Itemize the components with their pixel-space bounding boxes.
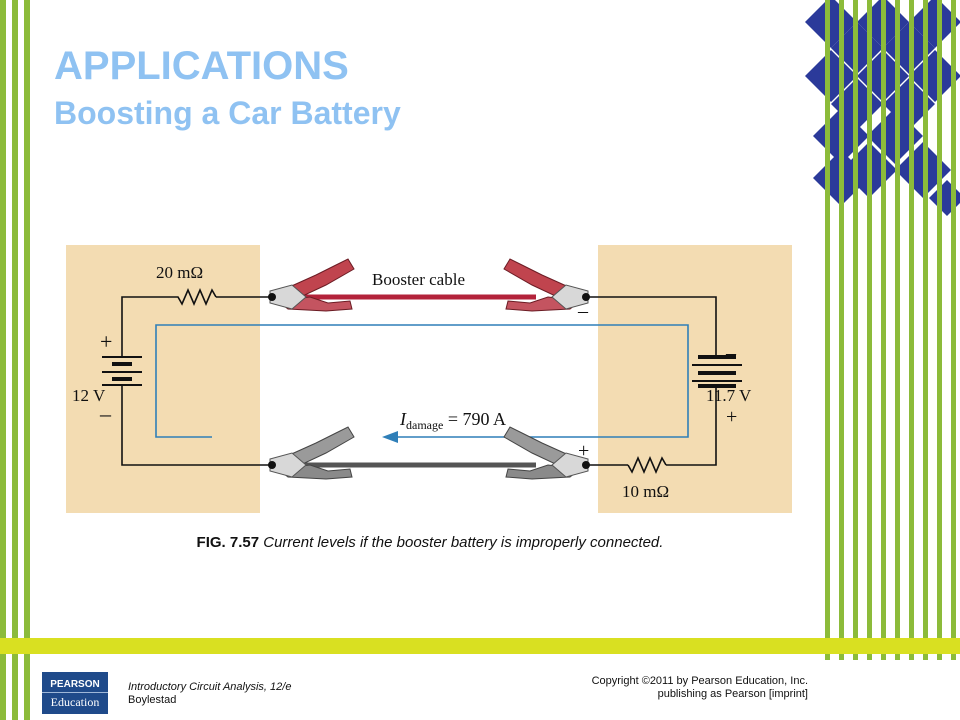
right-battery-minus: – [725, 342, 737, 364]
right-battery-plus: + [726, 406, 737, 428]
left-resistor-label: 20 mΩ [156, 263, 203, 282]
bottom-accent-band [0, 638, 960, 654]
circuit-diagram: 20 mΩ Booster cable + 12 V – – – 11.7 V … [66, 245, 792, 513]
slide-subtitle: Boosting a Car Battery [54, 95, 401, 131]
current-label: Idamage = 790 A [399, 409, 506, 432]
clamp-top-left [268, 258, 355, 312]
current-path [155, 324, 689, 438]
right-resistor-label: 10 mΩ [622, 482, 669, 501]
book-title: Introductory Circuit Analysis, 12/e [128, 681, 292, 693]
current-arrow-head [382, 431, 398, 443]
bottom-right-plus-sign: + [578, 440, 589, 462]
decorative-pattern [805, 0, 960, 660]
left-battery-plus: + [100, 329, 112, 354]
top-right-minus-sign: – [577, 300, 589, 322]
right-battery-voltage: 11.7 V [706, 386, 752, 405]
book-author: Boylestad [128, 694, 177, 706]
figure-number: FIG. 7.57 [196, 534, 260, 551]
clamp-bottom-left [268, 426, 355, 480]
left-battery-voltage: 12 V [72, 386, 106, 405]
left-accent-bar-3 [24, 0, 30, 720]
clamp-top-right [503, 258, 590, 312]
left-battery-minus: – [99, 401, 112, 426]
slide-title: APPLICATIONS [54, 44, 349, 88]
svg-text:PEARSON: PEARSON [50, 679, 99, 690]
copyright-line-2: publishing as Pearson [imprint] [657, 688, 808, 700]
booster-cable-label: Booster cable [372, 270, 465, 289]
left-battery-panel [66, 245, 260, 513]
right-battery-panel [598, 245, 792, 513]
pearson-education-logo: PEARSON Education [42, 672, 108, 714]
copyright-line-1: Copyright ©2011 by Pearson Education, In… [591, 675, 808, 687]
caption-text: Current levels if the booster battery is… [259, 534, 664, 551]
svg-text:Education: Education [51, 695, 100, 709]
left-accent-bar-2 [12, 0, 18, 720]
figure-caption: FIG. 7.57 Current levels if the booster … [0, 534, 860, 551]
clamp-bottom-right [503, 426, 590, 480]
book-reference: Introductory Circuit Analysis, 12/e Boyl… [128, 681, 291, 707]
left-accent-bar-1 [0, 0, 6, 720]
copyright-notice: Copyright ©2011 by Pearson Education, In… [592, 675, 808, 701]
